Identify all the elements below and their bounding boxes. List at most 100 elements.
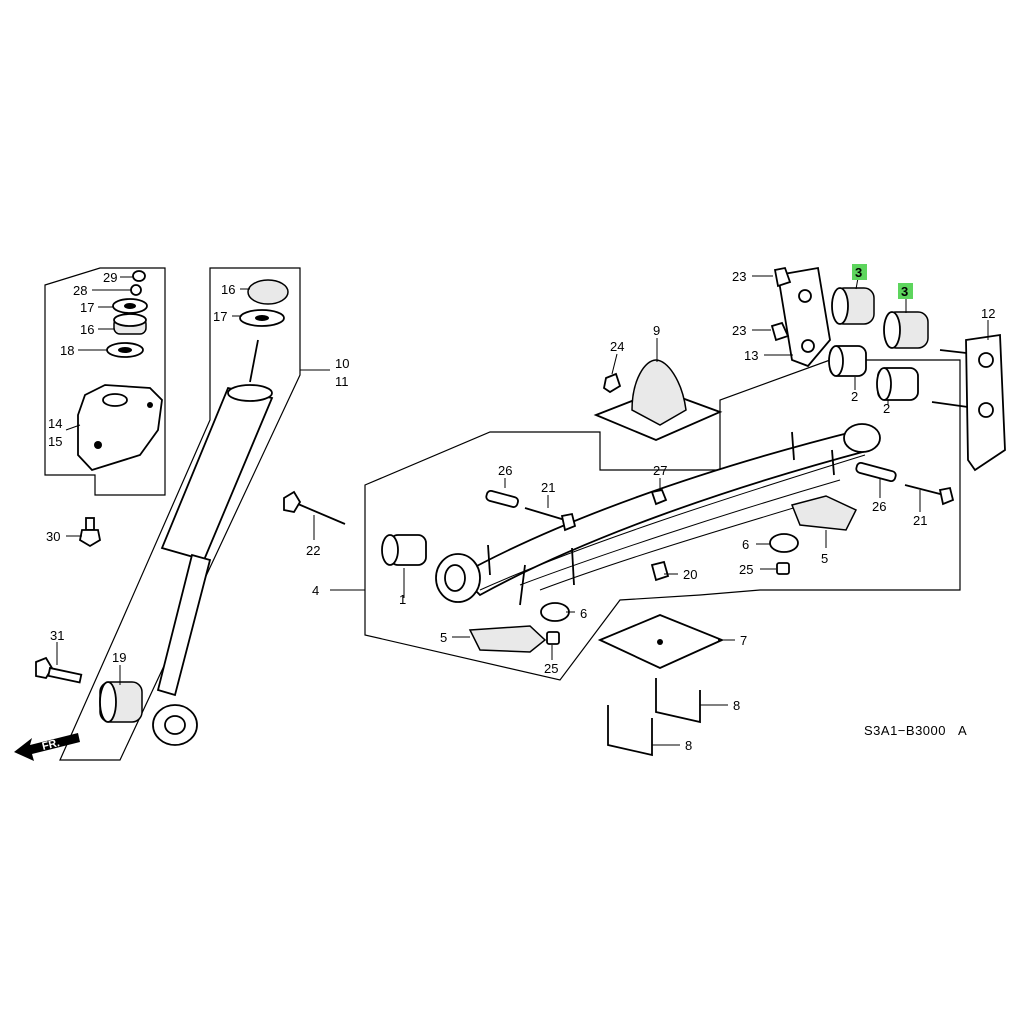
label-26-right: 26	[872, 499, 886, 514]
shock-eye-hole	[164, 715, 186, 735]
shackle-hole-2	[801, 339, 815, 353]
label-19: 19	[112, 650, 126, 665]
nut-23-lower	[770, 321, 790, 342]
mount-group-outline	[44, 267, 166, 496]
label-16-shock: 16	[221, 282, 235, 297]
bolt-21-right-head	[938, 486, 955, 506]
highlight-3a	[852, 264, 867, 280]
clip-4	[791, 431, 795, 461]
shock-absorber	[152, 279, 289, 746]
u-bolts	[607, 678, 701, 757]
label-6-right: 6	[742, 537, 749, 552]
label-1: 1	[399, 592, 406, 607]
leaf-line-3	[539, 499, 821, 591]
u-bolt-8-upper	[655, 678, 701, 724]
label-28: 28	[73, 283, 87, 298]
label-2-left: 2	[851, 389, 858, 404]
label-24: 24	[610, 339, 624, 354]
pin-26-right	[855, 461, 897, 483]
pin-26-center	[485, 489, 519, 508]
bushing-3-right-face	[883, 311, 901, 349]
label-8-upper: 8	[733, 698, 740, 713]
leaf-spring-group-outline	[364, 359, 961, 681]
label-21: 21	[541, 480, 555, 495]
plate-12-hole-1	[978, 352, 994, 368]
label-25: 25	[544, 661, 558, 676]
bolt-30-shank	[85, 517, 95, 531]
label-29: 29	[103, 270, 117, 285]
label-23-lower: 23	[732, 323, 746, 338]
nut-25-right	[776, 562, 790, 575]
plate-7	[597, 614, 725, 669]
bump-stop	[593, 359, 723, 441]
label-6: 6	[580, 606, 587, 621]
label-15: 15	[48, 434, 62, 449]
shock-lower-tube	[156, 553, 212, 697]
clip-3	[519, 564, 526, 606]
rear-eye	[843, 423, 881, 453]
clip-5	[831, 449, 835, 476]
left-pad-parts	[468, 560, 670, 653]
label-2-right: 2	[883, 401, 890, 416]
bolt-21-right-shank	[904, 484, 945, 496]
label-14: 14	[48, 416, 62, 431]
bolt-22-shank	[297, 503, 346, 525]
label-17-shock: 17	[213, 309, 227, 324]
label-7: 7	[740, 633, 747, 648]
arrow-shape-icon	[14, 733, 80, 761]
highlight-3b	[898, 283, 913, 299]
leaf-line-1	[479, 454, 866, 591]
leader-14	[65, 424, 81, 431]
bushing-19	[99, 681, 143, 723]
clip-1	[487, 544, 491, 576]
nut-27	[650, 488, 668, 506]
label-3-left: 3	[855, 265, 862, 280]
part-code: S3A1−B3000	[864, 723, 946, 738]
label-5: 5	[440, 630, 447, 645]
front-eye-bushing	[444, 564, 466, 592]
bushing-2-right-face	[876, 367, 892, 401]
label-3-right: 3	[901, 284, 908, 299]
bolt-21-center-head	[560, 512, 577, 532]
shackle-plate-13	[776, 266, 831, 368]
cap-6-left	[540, 602, 570, 622]
label-13: 13	[744, 348, 758, 363]
label-5-right: 5	[821, 551, 828, 566]
shackle-assembly	[770, 266, 1006, 472]
right-side-parts	[769, 461, 955, 575]
label-25-right: 25	[739, 562, 753, 577]
bushing-3-left-face	[831, 287, 849, 325]
pad-5-left	[468, 625, 547, 653]
pin-bolt-center	[485, 488, 668, 532]
bolt-30-head	[78, 529, 102, 548]
leader-lines	[56, 275, 989, 746]
mount-hole	[94, 441, 102, 449]
label-22: 22	[306, 543, 320, 558]
shock-rod-thread	[249, 339, 259, 383]
front-arrow-label: FR.	[41, 737, 61, 753]
bushing-19-face	[99, 681, 117, 723]
label-8-lower: 8	[685, 738, 692, 753]
part-code-suffix: A	[958, 723, 967, 738]
label-4: 4	[312, 583, 319, 598]
nut-25-left	[546, 631, 560, 645]
shackle-hole-1	[798, 289, 812, 303]
bushing-1-face	[381, 534, 399, 566]
clip-2	[571, 547, 575, 586]
label-9: 9	[653, 323, 660, 338]
nut-24	[602, 372, 622, 394]
shock-group-outline	[59, 267, 301, 761]
washer-18-hole	[118, 347, 132, 353]
label-21-right: 21	[913, 513, 927, 528]
group-outlines	[44, 267, 961, 761]
nut-29	[132, 270, 146, 282]
bolt-20	[650, 560, 670, 582]
shock-bushing-16	[247, 279, 289, 305]
label-12: 12	[981, 306, 995, 321]
bump-stop-9	[631, 359, 687, 426]
mount-boss	[102, 393, 128, 407]
bolt-21-center-shank	[524, 507, 566, 521]
mount-hole-2	[147, 402, 153, 408]
pad-5-right	[790, 495, 858, 531]
